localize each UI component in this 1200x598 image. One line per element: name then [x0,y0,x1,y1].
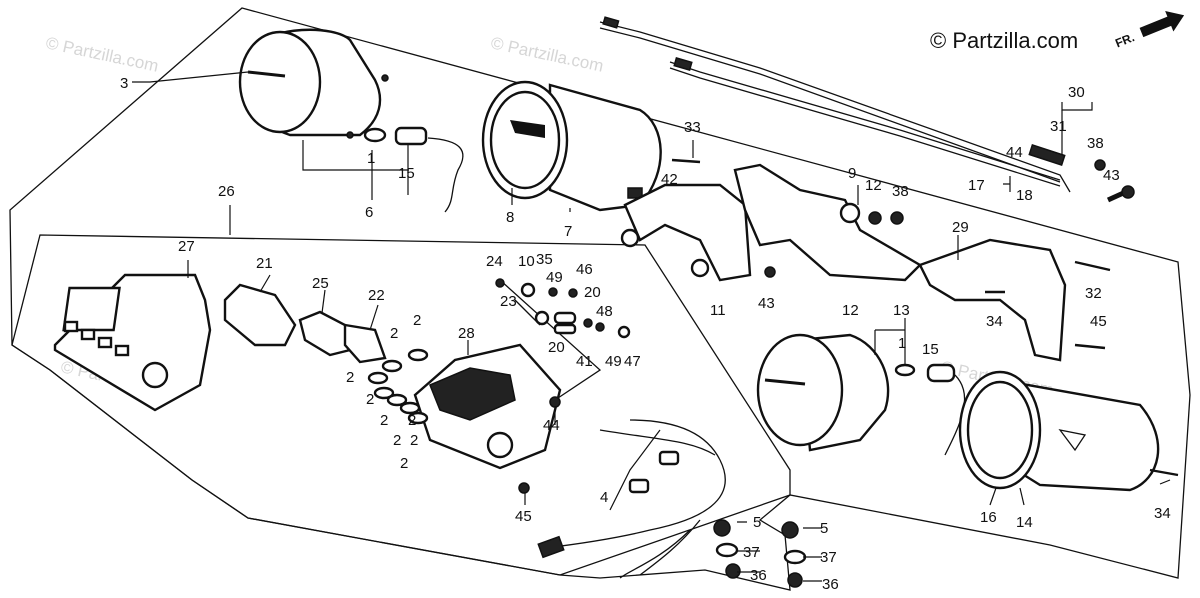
leader-lines [132,71,1171,582]
lens-25 [298,310,352,357]
faint-watermark: © Partzilla.com [44,33,160,75]
indicator-21 [223,283,297,347]
gauge-bracket-29 [918,238,1067,362]
lens-22 [343,323,387,364]
callout: 14 [1016,514,1033,531]
callout: 22 [368,287,385,304]
callout: 1 [898,335,906,352]
speedometer-cable-17 [599,16,1071,193]
callout: 6 [365,204,373,221]
callout: 37 [820,549,837,566]
callout: 37 [743,544,760,561]
direction-label: FR. [1113,30,1136,50]
callout: 13 [893,302,910,319]
callout: 15 [398,165,415,182]
callout: 2 [380,412,388,429]
callout: 43 [1103,167,1120,184]
callout: 4 [600,489,608,506]
callout: 2 [366,391,374,408]
gauge-housing-14 [958,370,1160,492]
indicator-panel-28 [413,343,562,470]
callout: 29 [952,219,969,236]
callout: 27 [178,238,195,255]
callout: 9 [848,165,856,182]
gauge-housing-7 [481,80,662,212]
bolt-34 [1149,468,1179,477]
callout: 24 [486,253,503,270]
bolt-33 [1074,260,1111,272]
callout: 25 [312,275,329,292]
callout: 5 [820,520,828,537]
callout: 34 [986,313,1003,330]
callout: 38 [1087,135,1104,152]
callout: 2 [408,412,416,429]
gauge-13 [756,333,890,452]
callout: 8 [506,209,514,226]
callout: 38 [892,183,909,200]
callout: 21 [256,255,273,272]
callout: 20 [584,284,601,301]
nuts-washers [713,519,807,588]
callout: 35 [536,251,553,268]
mounting-bracket-10 [620,183,752,282]
callout: 2 [410,432,418,449]
mounting-bracket-11 [733,163,922,282]
fitting-30 [1028,144,1135,203]
callout: 18 [1016,187,1033,204]
callout: 2 [413,312,421,329]
bolt-34 [671,158,701,164]
callout: 5 [753,514,761,531]
callout: 44 [543,417,560,434]
callout: 2 [346,369,354,386]
grommets-2 [367,348,429,425]
gauge-3 [238,28,389,139]
indicator-housing-27 [53,273,212,412]
callout-numbers: 3 1 15 6 26 8 7 33 42 9 12 38 11 43 12 2… [120,75,1171,593]
partzilla-watermark: © Partzilla.com [930,28,1078,53]
callout: 34 [1154,505,1171,522]
front-direction-arrow-icon: FR. [1113,11,1185,50]
callout: 41 [576,353,593,370]
bulb-socket [363,126,464,213]
callout: 47 [624,353,641,370]
wire-harness-4 [537,419,726,579]
bolt-45 [1074,343,1106,350]
callout: 12 [842,302,859,319]
callout: 49 [546,269,563,286]
callout: 2 [393,432,401,449]
callout: 32 [1085,285,1102,302]
sub-assembly-outline [11,234,791,576]
callout: 12 [865,177,882,194]
callout: 42 [661,171,678,188]
callout: 36 [822,576,839,593]
callout: 48 [596,303,613,320]
callout: 1 [367,150,375,167]
callout: 45 [1090,313,1107,330]
callout: 20 [548,339,565,356]
hardware-cluster [495,278,631,494]
callout: 23 [500,293,517,310]
callout: 33 [684,119,701,136]
callout: 31 [1050,118,1067,135]
callout: 26 [218,183,235,200]
callout: 16 [980,509,997,526]
callout: 28 [458,325,475,342]
callout: 11 [710,302,726,319]
callout: 17 [968,177,985,194]
callout: 30 [1068,84,1085,101]
callout: 44 [1006,144,1023,161]
callout: 3 [120,75,128,92]
callout: 2 [390,325,398,342]
callout: 2 [400,455,408,472]
callout: 45 [515,508,532,525]
faint-watermark: © Partzilla.com [489,33,605,75]
callout: 43 [758,295,775,312]
callout: 10 [518,253,535,270]
callout: 7 [564,223,572,240]
callout: 36 [750,567,767,584]
callout: 46 [576,261,593,278]
callout: 49 [605,353,622,370]
callout: 15 [922,341,939,358]
